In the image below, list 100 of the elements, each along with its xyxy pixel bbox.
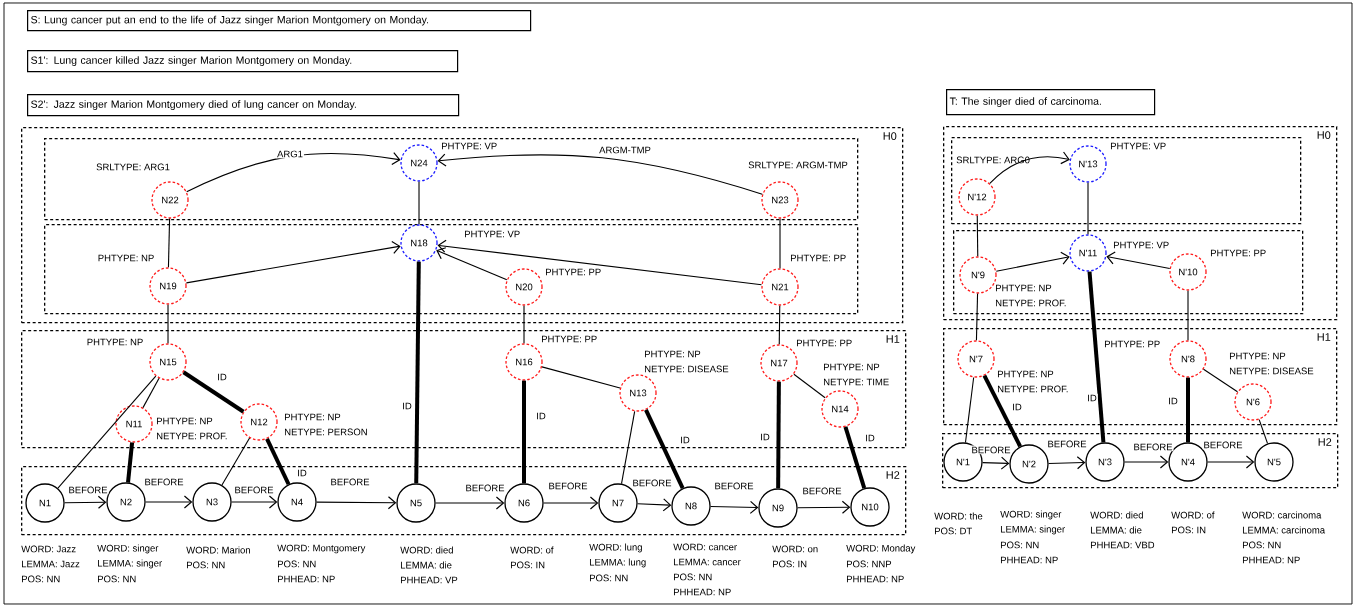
- connector-line: [793, 373, 826, 399]
- edge-label: BEFORE: [1046, 439, 1088, 449]
- edge-label: BEFORE: [547, 481, 589, 491]
- attribute-label: PHTYPE: NP: [98, 254, 154, 262]
- group-box: [951, 137, 1302, 225]
- edge-label: BEFORE: [67, 485, 109, 495]
- edge-label: ID: [1086, 393, 1098, 403]
- sentence-box: T: The singer died of carcinoma.: [946, 89, 1156, 116]
- connector-line: [167, 304, 169, 344]
- word-attribute-label: POS: NN: [590, 574, 628, 582]
- connector-line: [843, 426, 867, 489]
- attribute-label: SRLTYPE: ARG1: [96, 163, 170, 171]
- connector-line: [778, 305, 781, 345]
- connector-line: [1087, 271, 1106, 443]
- word-attribute-label: POS: IN: [1172, 526, 1206, 534]
- edge-label: BEFORE: [464, 483, 506, 493]
- edge-label: BEFORE: [143, 477, 185, 487]
- word-attribute-label: POS: IN: [773, 560, 807, 568]
- word-attribute-label: LEMMA: cancer: [674, 558, 741, 566]
- word-attribute-label: WORD: Marion: [186, 546, 250, 554]
- attribute-label: PHTYPE: PP: [1105, 340, 1160, 348]
- connector-line: [620, 410, 636, 485]
- sentence-box: S: Lung cancer put an end to the life of Jazz singer Marion Montgomery on Monday.: [27, 10, 532, 32]
- edge-label: ID: [216, 372, 228, 382]
- word-attribute-label: LEMMA: carcinoma: [1243, 526, 1326, 534]
- word-attribute-label: LEMMA: die: [401, 561, 452, 569]
- word-attribute-label: LEMMA: singer: [98, 559, 162, 569]
- attribute-label: PHTYPE: NP: [157, 417, 213, 425]
- arrow: [231, 495, 278, 509]
- edge-label: ID: [296, 468, 308, 478]
- edge-label: ARGM-TMP: [598, 145, 652, 155]
- connector-line: [414, 261, 421, 484]
- edge-label: ID: [1011, 402, 1023, 412]
- arrow: [145, 495, 193, 509]
- arrow: [185, 240, 401, 284]
- word-attribute-label: WORD: died: [1090, 511, 1143, 519]
- attribute-label: PHTYPE: VP: [442, 142, 497, 150]
- word-attribute-label: POS: NN: [187, 561, 225, 569]
- word-attribute-label: WORD: on: [772, 545, 818, 553]
- edge-label: ID: [401, 401, 413, 411]
- arrow: [435, 496, 505, 510]
- arrow: [989, 151, 1070, 184]
- edge-label: BEFORE: [801, 486, 843, 496]
- word-attribute-label: WORD: Monday: [846, 544, 916, 554]
- edge-label: ID: [864, 433, 876, 443]
- connector-line: [982, 374, 1022, 448]
- attribute-label: NETYPE: TIME: [824, 378, 889, 386]
- word-attribute-label: POS: NN: [98, 575, 136, 583]
- connector-line: [776, 381, 781, 489]
- attribute-label: SRLTYPE: ARGM-TMP: [748, 161, 848, 169]
- word-attribute-label: POS: NNP: [847, 560, 892, 568]
- edge-label: BEFORE: [329, 477, 371, 487]
- connector-line: [126, 442, 135, 483]
- attribute-label: PHTYPE: PP: [791, 254, 846, 262]
- arrow: [316, 496, 397, 510]
- arrow: [637, 498, 672, 512]
- word-attribute-label: POS: DT: [935, 527, 972, 535]
- word-attribute-label: POS: NN: [278, 560, 316, 568]
- word-attribute-label: POS: NN: [1001, 541, 1039, 549]
- attribute-label: PHTYPE: VP: [1111, 142, 1166, 150]
- connector-line: [1186, 377, 1190, 443]
- attribute-label: NETYPE: DISEASE: [645, 365, 729, 373]
- word-attribute-label: WORD: singer: [1000, 510, 1062, 520]
- word-attribute-label: WORD: lung: [589, 543, 642, 553]
- word-attribute-label: POS: NN: [1243, 541, 1281, 549]
- attribute-label: SRLTYPE: ARG0: [956, 156, 1030, 164]
- connector-line: [523, 305, 525, 344]
- edge-label: ARG1: [276, 149, 304, 159]
- edge-label: ID: [759, 432, 771, 442]
- attribute-label: PHTYPE: VP: [1114, 241, 1169, 249]
- attribute-label: PHTYPE: NP: [824, 363, 880, 371]
- attribute-label: NETYPE: DISEASE: [1230, 367, 1314, 375]
- word-attribute-label: WORD: of: [1171, 511, 1215, 519]
- connector-line: [522, 380, 526, 484]
- connector-line: [1087, 182, 1089, 235]
- sentence-box: S2': Jazz singer Marion Montgomery died of lung cancer on Monday.: [27, 94, 460, 117]
- connector-line: [57, 375, 157, 489]
- attribute-label: PHTYPE: NP: [285, 413, 341, 421]
- attribute-label: PHTYPE: NP: [998, 370, 1054, 378]
- word-attribute-label: WORD: the: [934, 512, 983, 520]
- word-attribute-label: WORD: Jazz: [21, 545, 76, 553]
- arrow: [982, 456, 1010, 470]
- word-attribute-label: WORD: singer: [97, 544, 159, 554]
- arrow: [543, 496, 599, 510]
- word-attribute-label: POS: NN: [674, 573, 712, 581]
- arrow: [1048, 456, 1086, 470]
- word-attribute-label: LEMMA: Jazz: [22, 560, 80, 568]
- arrow: [1106, 251, 1171, 270]
- word-attribute-label: POS: IN: [511, 561, 545, 569]
- connector-line: [418, 181, 420, 225]
- arrow: [436, 247, 508, 281]
- edge-label: BEFORE: [1132, 442, 1174, 452]
- arrow: [995, 251, 1070, 272]
- connector-line: [975, 293, 979, 341]
- arrow: [710, 500, 759, 514]
- connector-line: [964, 376, 975, 444]
- word-attribute-label: PHHEAD: NP: [847, 575, 904, 583]
- connector-line: [1187, 290, 1189, 341]
- word-attribute-label: WORD: died: [400, 546, 453, 554]
- arrow: [1124, 455, 1169, 469]
